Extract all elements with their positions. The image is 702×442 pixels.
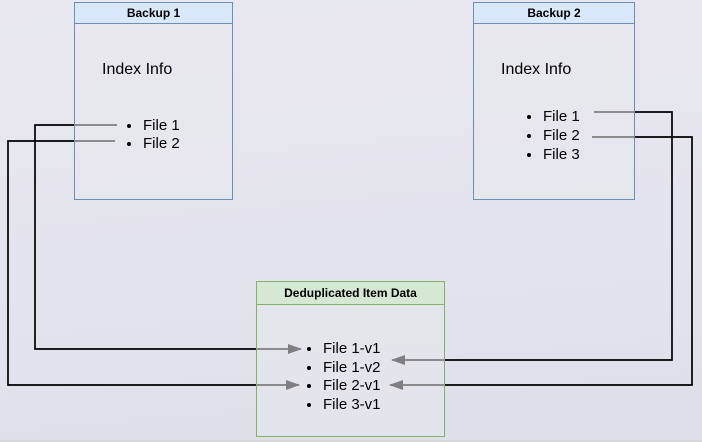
file-list-item: File 1-v1	[305, 340, 381, 359]
file-list-item: File 3	[525, 145, 580, 164]
file-list-item: File 2	[525, 126, 580, 145]
file-list-item: File 1	[125, 117, 180, 135]
file-list-item: File 3-v1	[305, 396, 381, 415]
backup2-index-info-label: Index Info	[501, 61, 572, 78]
file-list-item: File 2	[125, 135, 180, 153]
backup1-title: Backup 1	[75, 3, 232, 24]
file-list-item: File 1	[525, 107, 580, 126]
file-list-item: File 1-v2	[305, 359, 381, 378]
dedup-title: Deduplicated Item Data	[257, 282, 444, 305]
file-list-item: File 2-v1	[305, 377, 381, 396]
backup2-title: Backup 2	[474, 3, 634, 24]
screenshot-bottom-edge	[0, 440, 702, 442]
backup1-index-info-label: Index Info	[102, 61, 173, 78]
